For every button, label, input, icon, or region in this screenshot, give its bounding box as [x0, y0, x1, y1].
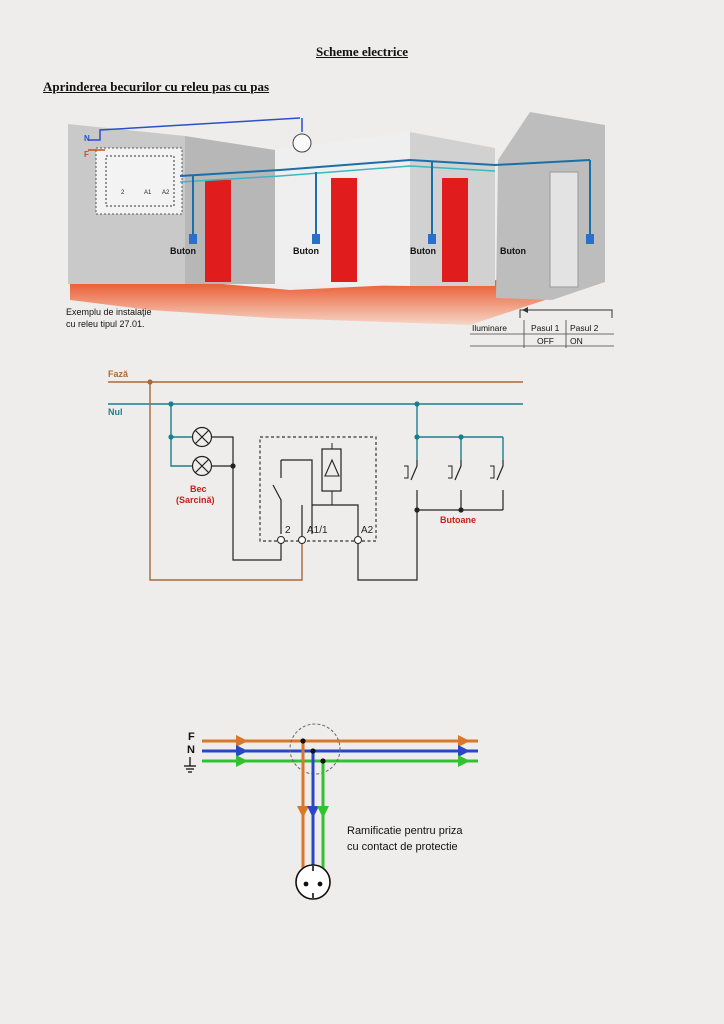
- socket-caption: cu contact de protectie: [347, 841, 458, 853]
- table-state: ON: [570, 336, 583, 346]
- earth-icon: [184, 757, 196, 773]
- button-wiring: [357, 509, 503, 581]
- relay-terminal-label: A2: [162, 190, 170, 196]
- relay-box: [259, 436, 377, 542]
- distribution-panel: [95, 147, 183, 215]
- conductor-label-f: F: [188, 731, 195, 743]
- junction-box-icon: [289, 723, 341, 775]
- junction-dot: [458, 434, 464, 440]
- wire-label-n: N: [84, 134, 90, 143]
- button-label: Buton: [500, 246, 526, 256]
- house-illustration: N F 2 A1 A2 Buton Buton Buton Buton Exem…: [66, 112, 605, 329]
- junction-dot: [300, 738, 306, 744]
- junction-dot: [458, 507, 464, 513]
- relay-coil-icon: [321, 448, 342, 492]
- push-button-icon: [586, 234, 594, 244]
- table-arrow: [519, 309, 613, 318]
- lamp-wiring: [212, 436, 282, 561]
- table-step: Pasul 2: [570, 323, 599, 333]
- junction-dot: [414, 507, 420, 513]
- push-button-icon: [189, 234, 197, 244]
- illustration-caption: cu releu tipul 27.01.: [66, 319, 145, 329]
- button-label: Buton: [410, 246, 436, 256]
- relay-box: [105, 155, 175, 207]
- phase-wire: [149, 382, 303, 581]
- junction-dot: [230, 463, 236, 469]
- wire-label-f: F: [84, 150, 89, 159]
- push-button-icon: [312, 234, 320, 244]
- relay-contact: [272, 459, 313, 534]
- junction-dot: [168, 434, 174, 440]
- illustration-caption: Exemplu de instalaţie: [66, 307, 152, 317]
- junction-dot: [414, 434, 420, 440]
- terminal-label: 2: [285, 525, 291, 536]
- buttons-label: Butoane: [440, 515, 476, 525]
- ceiling-lamp-icon: [292, 133, 312, 153]
- wire-run: [179, 158, 591, 177]
- terminal-label: A1/1: [307, 525, 328, 536]
- junction-dot: [310, 748, 316, 754]
- button-label: Buton: [170, 246, 196, 256]
- push-button-icon: [404, 460, 418, 510]
- door: [205, 180, 231, 282]
- conductor-label-n: N: [187, 744, 195, 756]
- terminal-label: A2: [361, 525, 374, 536]
- wire-run: [179, 165, 496, 183]
- relay-terminal: [277, 536, 285, 544]
- relay-terminal: [298, 536, 306, 544]
- junction-dot: [320, 758, 326, 764]
- relay-terminal: [354, 536, 362, 544]
- neutral-wire: [170, 404, 192, 467]
- relay-terminal-label: A1: [144, 190, 152, 196]
- lamp-icon: [191, 455, 213, 477]
- lamp-label: (Sarcină): [176, 495, 215, 505]
- push-button-icon: [428, 234, 436, 244]
- wire-n: [88, 117, 301, 141]
- door: [442, 178, 468, 282]
- neutral-label: Nul: [108, 407, 123, 417]
- table-step: Pasul 1: [531, 323, 560, 333]
- relay-schematic: Fază Nul Bec (Sarcină): [108, 369, 523, 581]
- page-subtitle: Aprinderea becurilor cu releu pas cu pas: [43, 79, 270, 94]
- house-doorway: [549, 171, 579, 288]
- phase-label: Fază: [108, 369, 129, 379]
- socket-diagram: F N: [184, 723, 478, 900]
- page-title: Scheme electrice: [315, 44, 409, 59]
- lamp-icon: [191, 426, 213, 448]
- relay-state-table: Iluminare Pasul 1 Pasul 2 OFF ON: [470, 307, 614, 348]
- table-row-label: Iluminare: [472, 323, 507, 333]
- neutral-wire: [416, 404, 504, 460]
- socket-caption: Ramificatie pentru priza: [347, 825, 463, 837]
- push-button-icon: [490, 460, 504, 510]
- table-state: OFF: [537, 336, 554, 346]
- socket-icon: [295, 864, 331, 900]
- push-button-icon: [448, 460, 462, 510]
- house-floor: [70, 280, 560, 325]
- button-label: Buton: [293, 246, 319, 256]
- door: [331, 178, 357, 282]
- relay-terminal-label: 2: [121, 190, 125, 196]
- lamp-label: Bec: [190, 484, 207, 494]
